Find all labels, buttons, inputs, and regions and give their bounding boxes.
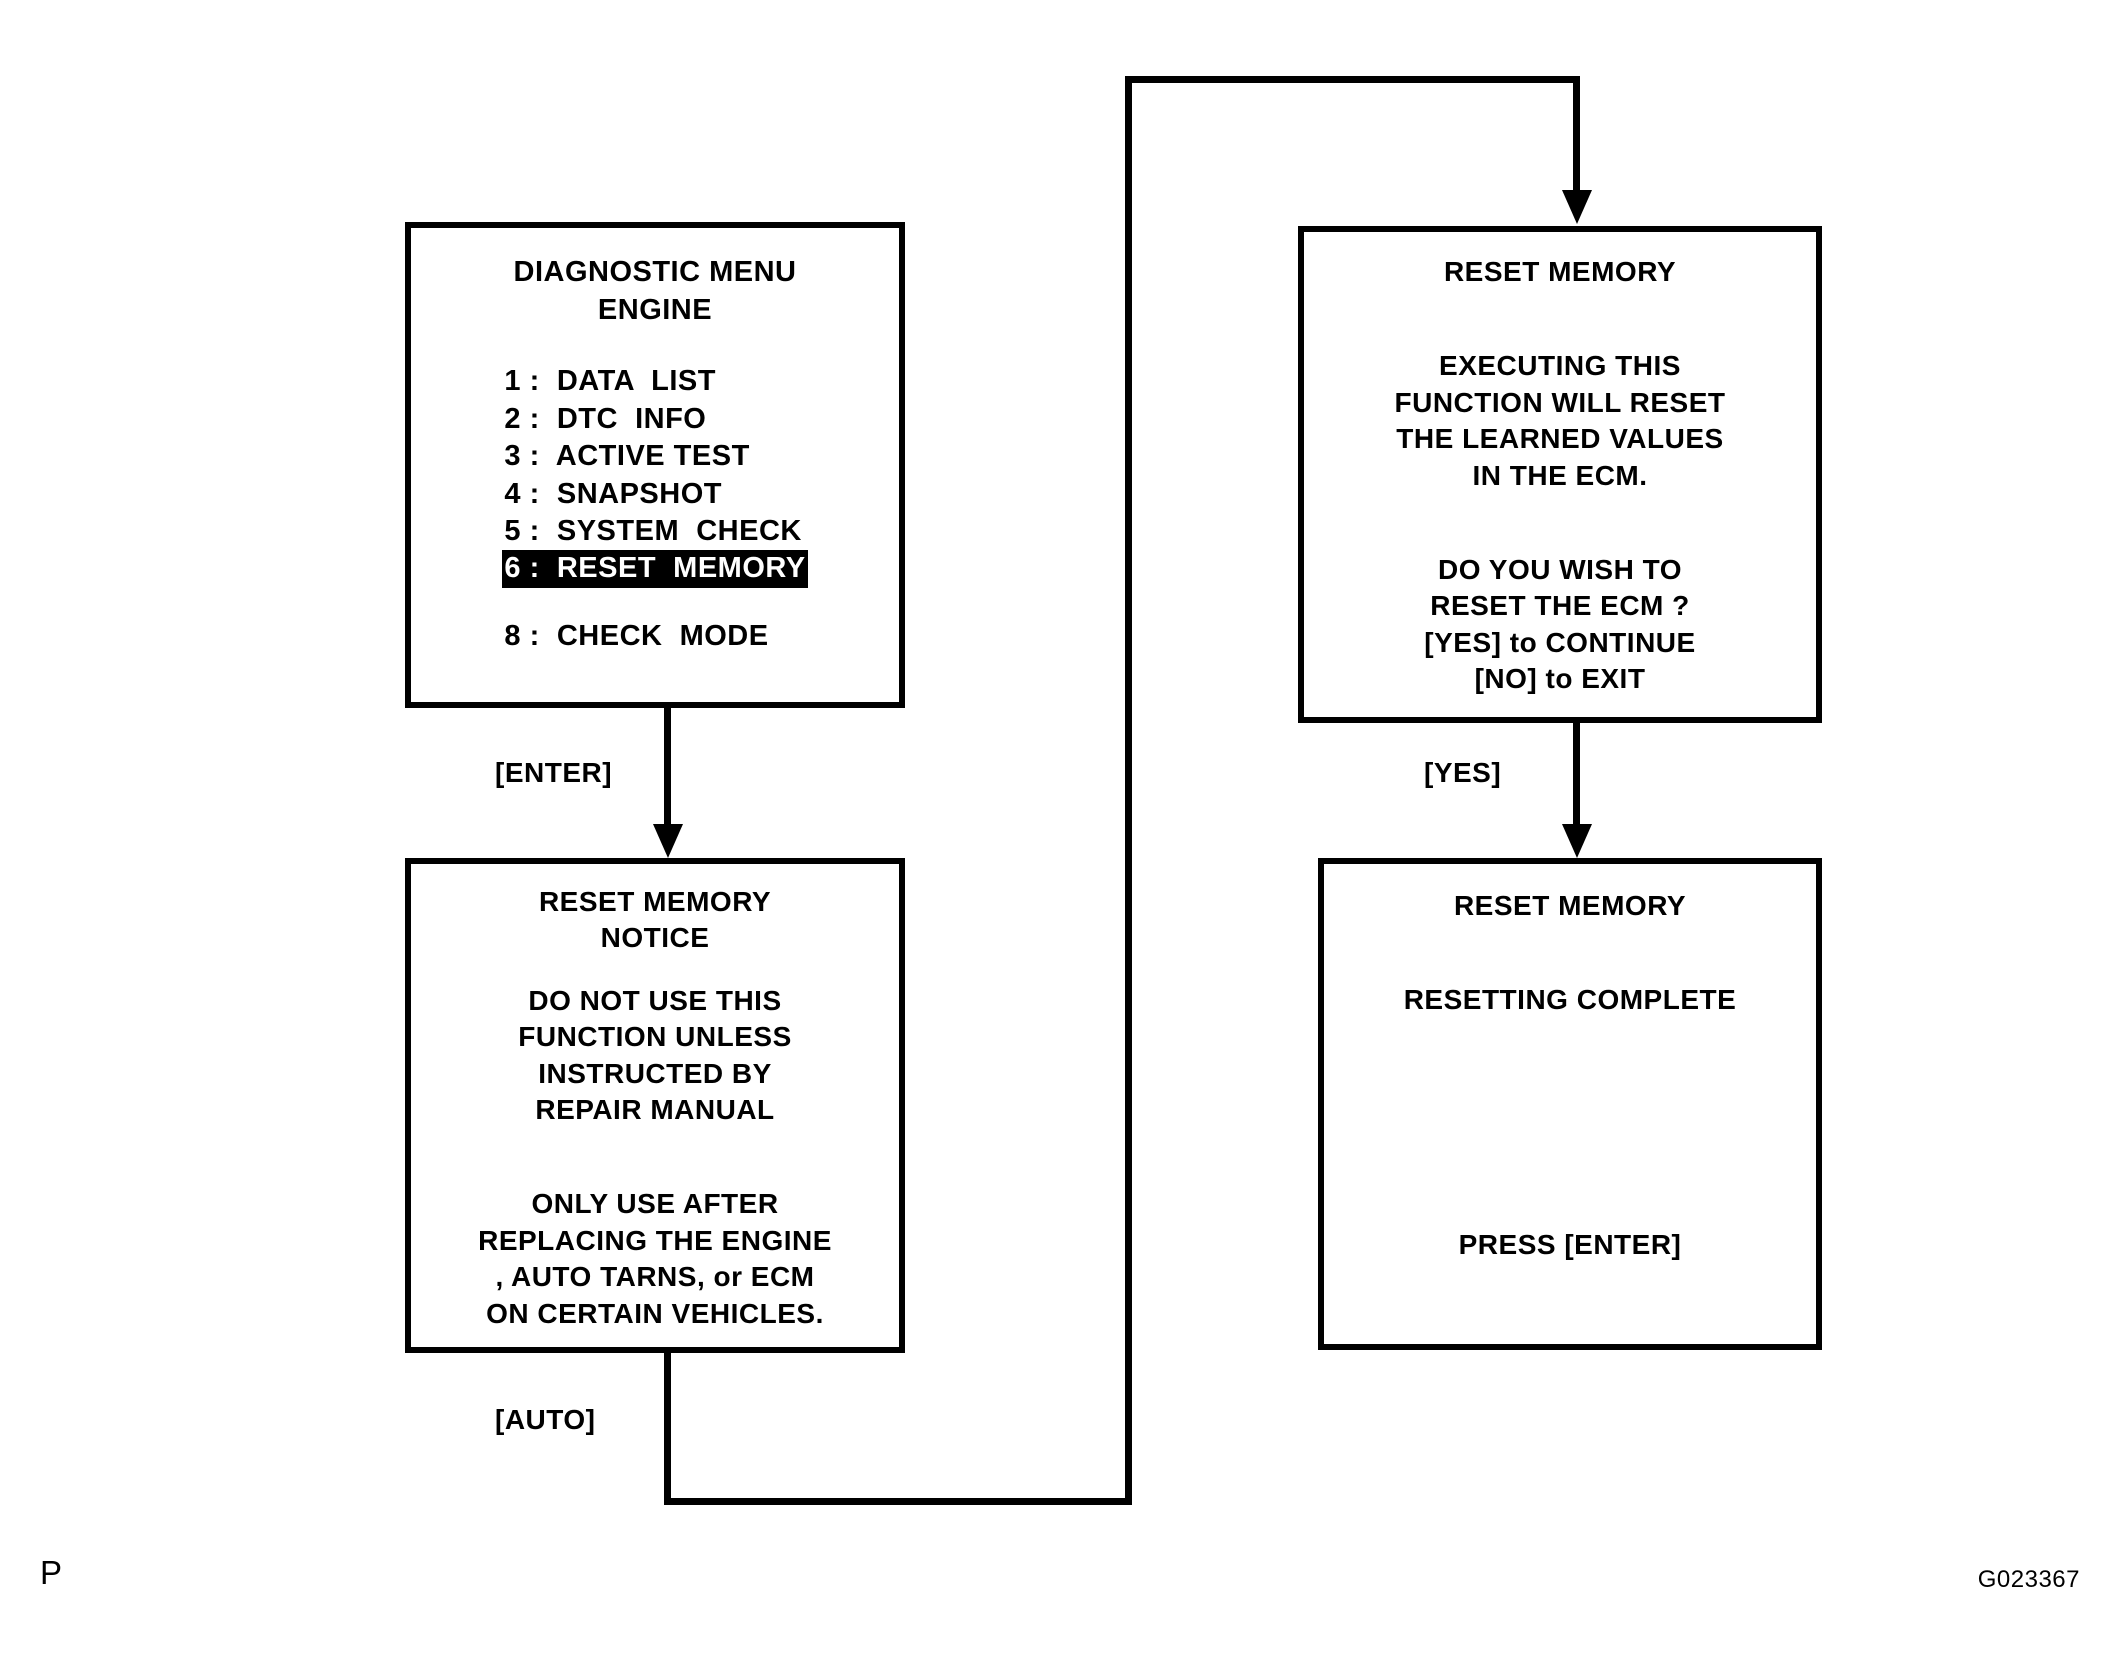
connector-yes-line: [1573, 722, 1580, 842]
connector-yes-label: [YES]: [1424, 757, 1502, 788]
reset-notice-body2-line2: REPLACING THE ENGINE: [478, 1224, 832, 1256]
reset-confirm-body1-line2: FUNCTION WILL RESET: [1394, 386, 1726, 418]
figure-code: G023367: [1977, 1566, 2080, 1593]
connector-auto-label: [AUTO]: [495, 1404, 596, 1435]
reset-notice-gap-2: [411, 1128, 899, 1186]
connector-yes-arrowhead: [1562, 824, 1592, 858]
reset-notice-body2-line4: ON CERTAIN VEHICLES.: [486, 1297, 824, 1329]
menu-item-active-test[interactable]: 3 : ACTIVE TEST: [504, 440, 750, 473]
menu-item-system-check[interactable]: 5 : SYSTEM CHECK: [504, 515, 802, 547]
reset-complete-footer: PRESS [ENTER]: [1458, 1228, 1682, 1260]
screen-resetting-complete: RESET MEMORY RESETTING COMPLETE PRESS [E…: [1318, 858, 1822, 1350]
connector-auto-bottom-run: [664, 1498, 1132, 1505]
reset-confirm-body2-line2: RESET THE ECM ?: [1430, 590, 1690, 622]
menu-item-check-mode[interactable]: 8 : CHECK MODE: [504, 619, 769, 652]
reset-confirm-title: RESET MEMORY: [1443, 256, 1677, 287]
screen-diagnostic-menu: DIAGNOSTIC MENU ENGINE 1 : DATA LIST 2 :…: [405, 222, 905, 708]
connector-auto-top-run: [1125, 76, 1580, 83]
diagnostic-menu-title-line1: DIAGNOSTIC MENU: [513, 256, 797, 288]
reset-notice-body2-line1: ONLY USE AFTER: [531, 1188, 779, 1220]
menu-item-data-list[interactable]: 1 : DATA LIST: [504, 365, 716, 398]
reset-notice-title-line2: NOTICE: [600, 922, 710, 954]
reset-notice-body1-line2: FUNCTION UNLESS: [518, 1021, 792, 1053]
connector-auto-arrowhead: [1562, 190, 1592, 224]
reset-notice-body1-line4: REPAIR MANUAL: [535, 1093, 775, 1125]
reset-notice-body2-line3: , AUTO TARNS, or ECM: [495, 1261, 815, 1293]
reset-confirm-body2-line1: DO YOU WISH TO: [1438, 553, 1682, 585]
reset-notice-body1-line3: INSTRUCTED BY: [538, 1057, 772, 1089]
reset-confirm-yes-option[interactable]: [YES] to CONTINUE: [1424, 626, 1696, 658]
reset-confirm-body1-line4: IN THE ECM.: [1472, 459, 1648, 491]
menu-item-dtc-info[interactable]: 2 : DTC INFO: [504, 402, 707, 435]
reset-notice-title-line1: RESET MEMORY: [538, 886, 772, 917]
reset-confirm-body1-line3: THE LEARNED VALUES: [1396, 423, 1724, 455]
connector-auto-descent: [1573, 76, 1580, 194]
reset-confirm-gap-1: [1304, 290, 1816, 348]
reset-complete-title: RESET MEMORY: [1453, 890, 1687, 921]
reset-confirm-gap-2: [1304, 494, 1816, 552]
reset-confirm-body1-line1: EXECUTING THIS: [1439, 350, 1681, 382]
connector-enter-line: [664, 707, 671, 827]
screen-reset-memory-notice: RESET MEMORY NOTICE DO NOT USE THIS FUNC…: [405, 858, 905, 1353]
menu-spacer: [502, 588, 807, 618]
reset-complete-gap-3: [1324, 1169, 1816, 1227]
diagnostic-menu-list: 1 : DATA LIST 2 : DTC INFO 3 : ACTIVE TE…: [502, 363, 808, 655]
connector-auto-drop: [664, 1352, 671, 1505]
connector-auto-left-riser: [1125, 76, 1132, 1505]
page-marker: P: [40, 1554, 63, 1591]
screen-reset-memory-confirm: RESET MEMORY EXECUTING THIS FUNCTION WIL…: [1298, 226, 1822, 723]
reset-confirm-no-option[interactable]: [NO] to EXIT: [1474, 663, 1646, 695]
menu-item-reset-memory[interactable]: 6 : RESET MEMORY: [502, 550, 808, 588]
reset-notice-body1-line1: DO NOT USE THIS: [528, 984, 782, 1016]
connector-enter-arrowhead: [653, 824, 683, 858]
diagnostic-menu-title-line2: ENGINE: [597, 293, 713, 326]
reset-complete-gap-1: [1324, 924, 1816, 982]
connector-enter-label: [ENTER]: [495, 757, 613, 788]
menu-item-snapshot[interactable]: 4 : SNAPSHOT: [504, 477, 722, 510]
reset-complete-status: RESETTING COMPLETE: [1403, 984, 1737, 1016]
reset-complete-gap-2: [1324, 1019, 1816, 1169]
reset-notice-gap-1: [411, 957, 899, 983]
